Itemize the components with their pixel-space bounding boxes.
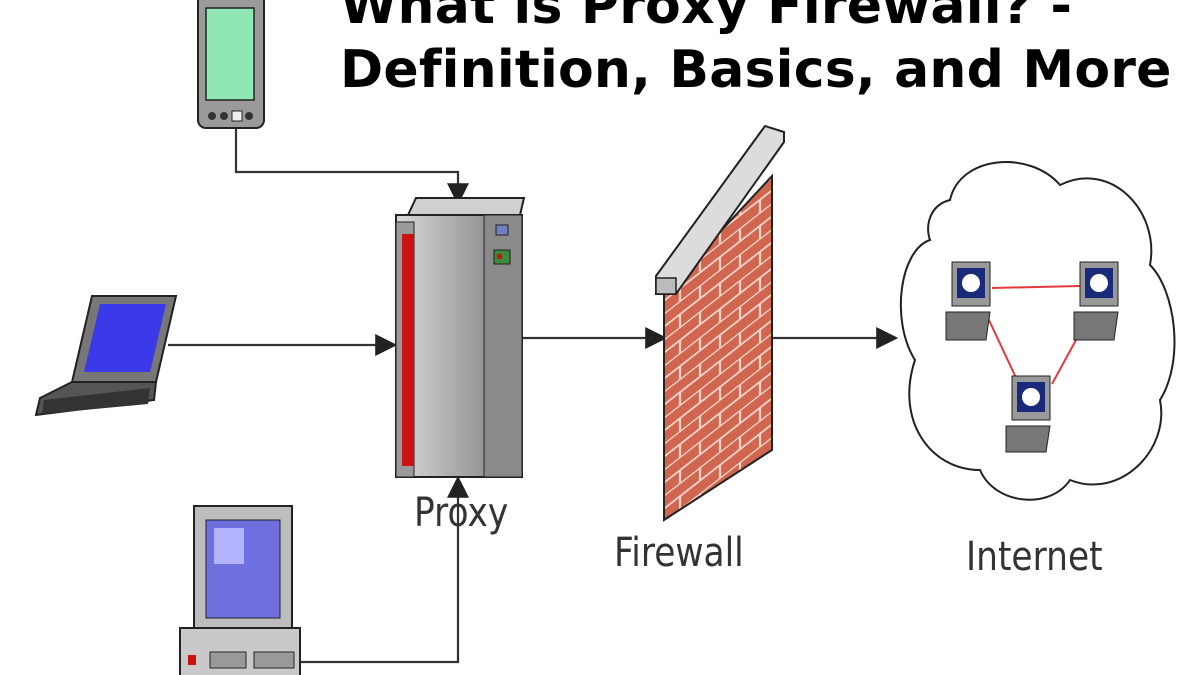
- network-computer-icon: [1005, 375, 1051, 453]
- proxy-label: Proxy: [414, 490, 509, 536]
- desktop-to-proxy-line: [300, 475, 469, 664]
- firewall-label: Firewall: [614, 530, 744, 576]
- title-line-2: Definition, Basics, and More: [340, 40, 1172, 100]
- title-line-1: What is Proxy Firewall? -: [340, 0, 1073, 36]
- page-title: What is Proxy Firewall? - Definition, Ba…: [340, 0, 1190, 102]
- laptop-icon: [34, 295, 178, 417]
- desktop-computer-icon: [179, 505, 301, 675]
- network-computer-icon: [1073, 261, 1119, 341]
- proxy-server-icon: [395, 197, 526, 478]
- internet-cloud-icon: [899, 161, 1176, 501]
- pda-to-proxy-line: [234, 128, 469, 206]
- network-computer-icon: [945, 261, 991, 341]
- pda-icon: [197, 0, 265, 129]
- firewall-wall-icon: [655, 124, 785, 522]
- internet-label: Internet: [966, 534, 1103, 580]
